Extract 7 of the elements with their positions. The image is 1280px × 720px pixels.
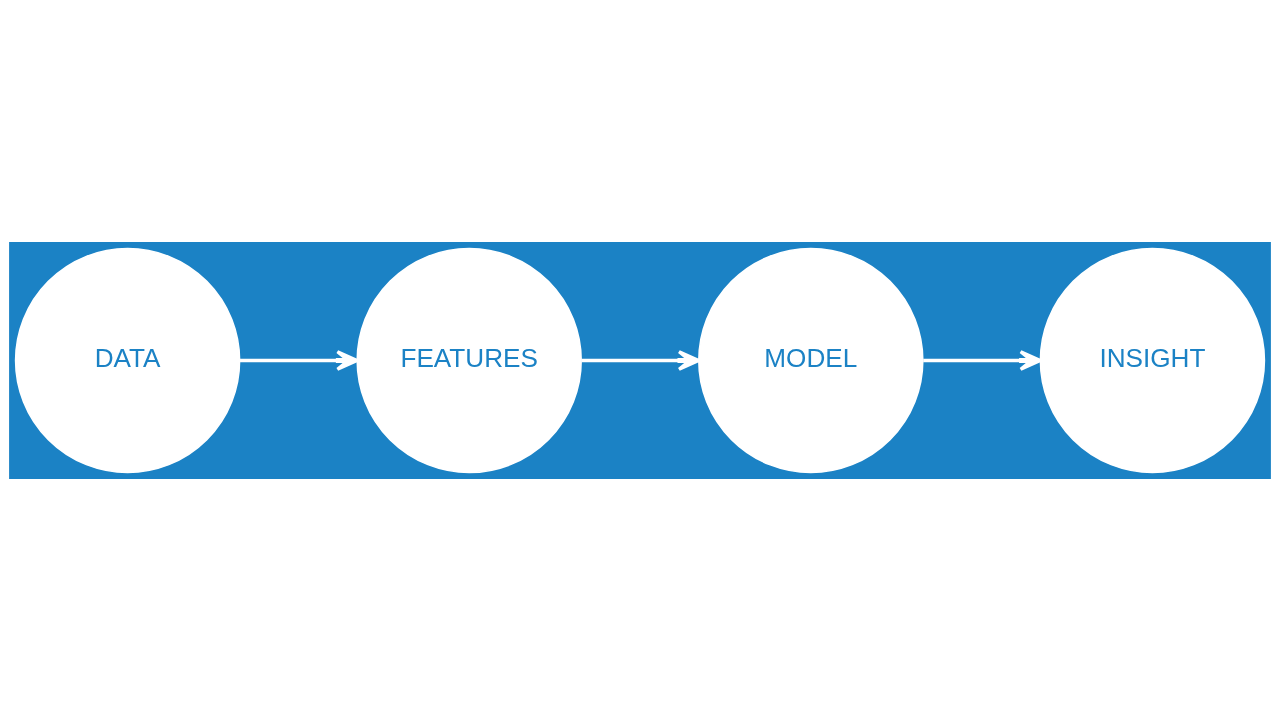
- arrow: [240, 349, 359, 371]
- node-circle: DATA: [14, 247, 241, 473]
- arrow: [581, 349, 701, 371]
- node-circle: INSIGHT: [1039, 247, 1266, 473]
- arrow: [923, 349, 1042, 371]
- node-circle: MODEL: [698, 247, 924, 473]
- node-circle: FEATURES: [356, 247, 582, 473]
